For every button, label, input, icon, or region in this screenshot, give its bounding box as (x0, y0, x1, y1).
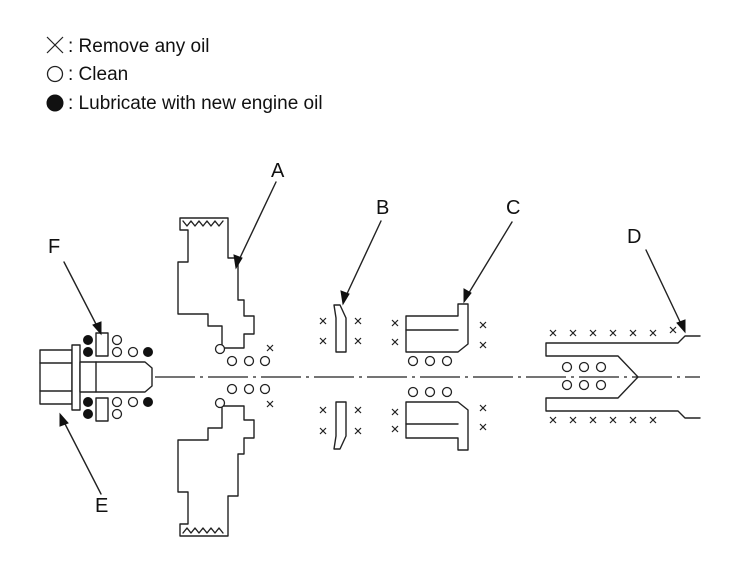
legend-clean-text: : Clean (68, 64, 128, 85)
leader-arrows (59, 181, 686, 495)
callout-e: E (95, 495, 108, 517)
callout-a: A (271, 160, 285, 182)
callout-b: B (376, 197, 389, 219)
crankshaft-sprocket (405, 303, 469, 451)
callout-d: D (627, 226, 641, 248)
crankshaft-markers (549, 326, 677, 424)
callout-labels: A B C D E F (48, 160, 641, 517)
open-circle-icon (46, 65, 64, 83)
legend-lubricate-text: : Lubricate with new engine oil (68, 93, 323, 114)
crankshaft-end (545, 335, 701, 419)
crankshaft-pulley (177, 217, 255, 537)
callout-c: C (506, 197, 520, 219)
sprocket-markers (391, 319, 487, 433)
legend-remove-oil-text: : Remove any oil (68, 36, 210, 57)
pulley-markers (214, 343, 274, 409)
filled-circle-icon (46, 94, 64, 112)
key-part (333, 304, 347, 450)
crankshaft-bolt (39, 344, 153, 411)
legend: : Remove any oil : Clean : Lubricate wit… (46, 36, 323, 114)
washer (95, 332, 109, 422)
x-mark-icon (46, 36, 64, 54)
callout-f: F (48, 236, 60, 258)
washer-markers (83, 334, 153, 420)
key-markers (319, 317, 362, 435)
